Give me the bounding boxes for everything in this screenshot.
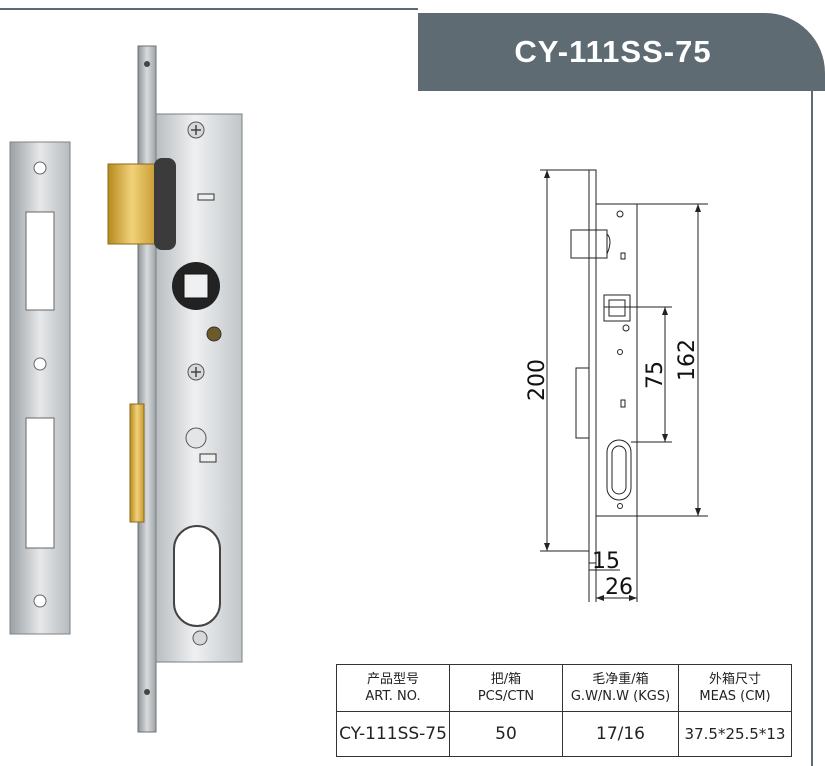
cell-weight: 17/16 bbox=[562, 711, 679, 757]
page-title: CY-111SS-75 bbox=[514, 34, 712, 69]
title-banner bbox=[418, 13, 825, 91]
mortise-lock-image bbox=[107, 45, 243, 733]
technical-drawing: 200 75 162 15 26 bbox=[525, 169, 708, 602]
dim-backset: 75 bbox=[643, 361, 668, 389]
dim-body-width: 26 bbox=[605, 575, 633, 600]
dim-total-height: 200 bbox=[525, 359, 550, 401]
strike-plate-image bbox=[9, 141, 71, 635]
cell-art-no: CY-111SS-75 bbox=[336, 711, 450, 757]
table-row: CY-111SS-75 50 17/16 37.5*25.5*13 bbox=[336, 711, 792, 757]
dim-faceplate-width: 15 bbox=[592, 549, 620, 574]
dim-faceplate-height: 162 bbox=[675, 339, 700, 381]
cell-meas: 37.5*25.5*13 bbox=[678, 711, 792, 757]
cell-pcs-ctn: 50 bbox=[449, 711, 563, 757]
